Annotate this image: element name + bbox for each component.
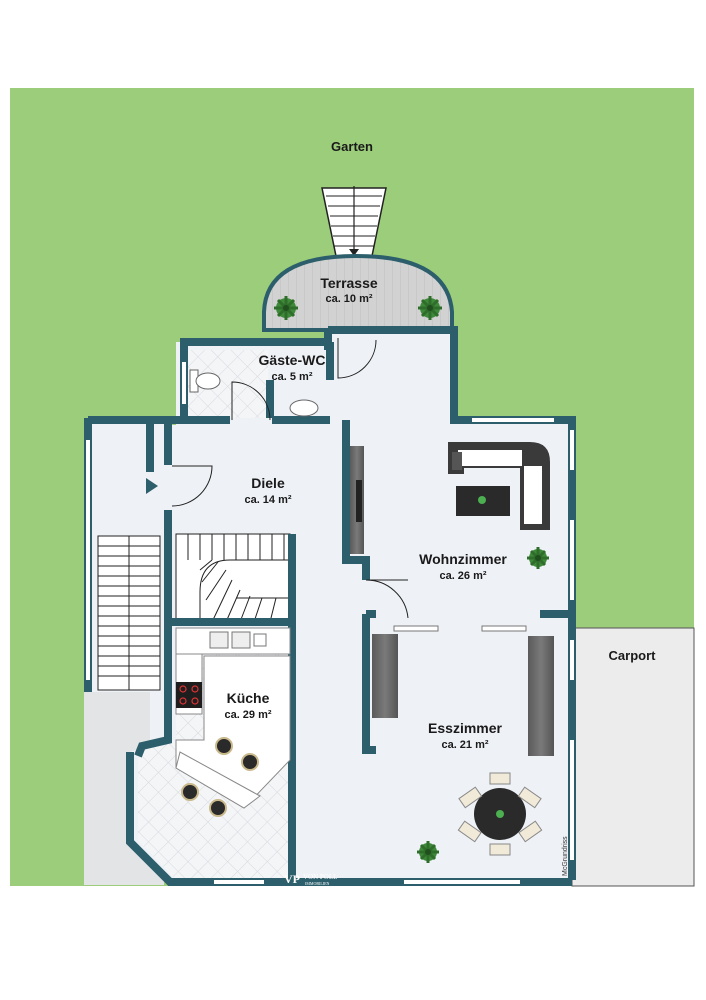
tv-unit-icon <box>350 446 364 554</box>
bar-stool-icon <box>181 737 259 817</box>
brand-watermark: VP VON POLL IMMOBILIEN <box>284 872 337 886</box>
toilet-icon <box>189 369 221 393</box>
cooktop-icon <box>176 682 202 708</box>
room-name-wohnzimmer: Wohnzimmer <box>419 551 507 567</box>
room-area-terrasse: ca. 10 m² <box>325 293 372 305</box>
sink-icon <box>289 399 319 417</box>
coffee-table-icon <box>456 486 510 516</box>
interior-stairs <box>175 533 291 623</box>
kitchen-counter <box>175 627 291 809</box>
room-area-gaeste-wc: ca. 5 m² <box>272 371 313 383</box>
room-area-kueche: ca. 29 m² <box>224 709 271 721</box>
plant-icon <box>418 296 442 320</box>
plant-icon <box>527 547 549 569</box>
dining-table-icon <box>457 772 543 856</box>
room-name-kueche: Küche <box>227 690 270 706</box>
terrace <box>262 253 454 332</box>
garden-label: Garten <box>331 139 373 154</box>
watermark-brand: VON POLL <box>303 873 337 881</box>
watermark-logo: VP <box>284 872 300 886</box>
room-name-terrasse: Terrasse <box>320 275 378 291</box>
sofa-icon <box>448 442 550 530</box>
carport-area <box>571 627 695 887</box>
windows <box>86 362 574 884</box>
room-area-diele: ca. 14 m² <box>244 494 291 506</box>
plant-icon <box>417 841 439 863</box>
credit-text: McGrundriss <box>562 836 569 876</box>
room-area-esszimmer: ca. 21 m² <box>441 739 488 751</box>
carport-label: Carport <box>609 648 657 663</box>
room-name-gaeste-wc: Gäste-WC <box>259 352 326 368</box>
room-name-diele: Diele <box>251 475 285 491</box>
sideboard-icon <box>372 634 554 756</box>
window-rails <box>393 625 527 632</box>
plant-icon <box>274 296 298 320</box>
room-name-esszimmer: Esszimmer <box>428 720 502 736</box>
room-area-wohnzimmer: ca. 26 m² <box>439 570 486 582</box>
doors <box>171 338 409 619</box>
watermark-sub: IMMOBILIEN <box>305 881 330 886</box>
